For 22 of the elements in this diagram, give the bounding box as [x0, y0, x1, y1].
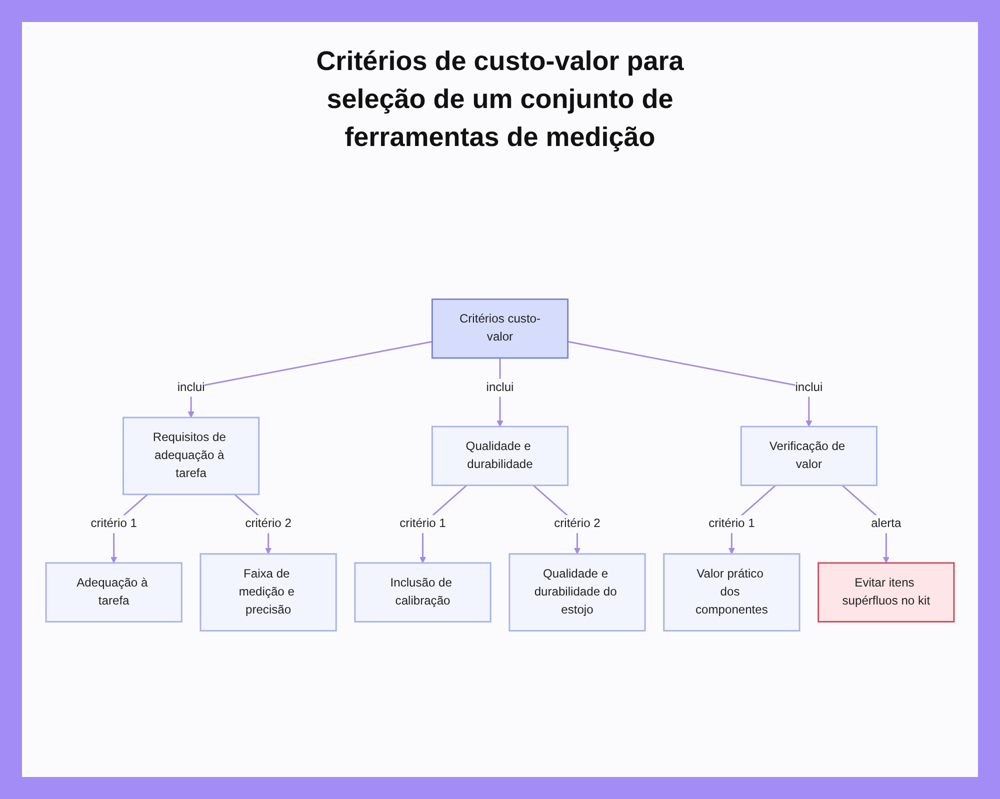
node-box: Requisitos de adequação à tarefa: [122, 416, 260, 496]
node-box: Evitar itens supérfluos no kit: [818, 562, 955, 622]
node-box: Valor prático dos componentes: [663, 553, 800, 632]
arrow: [568, 340, 812, 427]
edge-label: critério 2: [245, 517, 292, 530]
diagram-title: Critérios de custo-valor para seleção de um conjunto de ferramentas de medição: [315, 45, 685, 154]
edge-label: critério 1: [90, 517, 137, 530]
edge-label: alerta: [871, 517, 902, 530]
node-box: Adequação à tarefa: [45, 562, 182, 622]
node-box: Verificação de valor: [740, 426, 878, 486]
node-box: Qualidade e durabilidade do estojo: [508, 553, 646, 632]
edge-label: critério 1: [708, 517, 755, 530]
node-box: Qualidade e durabilidade: [431, 426, 569, 486]
edge-label: inclui: [795, 380, 823, 394]
edge-label: inclui: [486, 380, 514, 394]
node-box: Critérios custo-valor: [431, 298, 569, 359]
arrow: [188, 340, 432, 418]
edge-label: critério 2: [554, 517, 600, 530]
node-box: Inclusão de calibração: [354, 562, 492, 622]
edge-label: inclui: [177, 380, 205, 394]
edge-label: critério 1: [400, 517, 446, 530]
node-box: Faixa de medição e precisão: [200, 553, 337, 632]
